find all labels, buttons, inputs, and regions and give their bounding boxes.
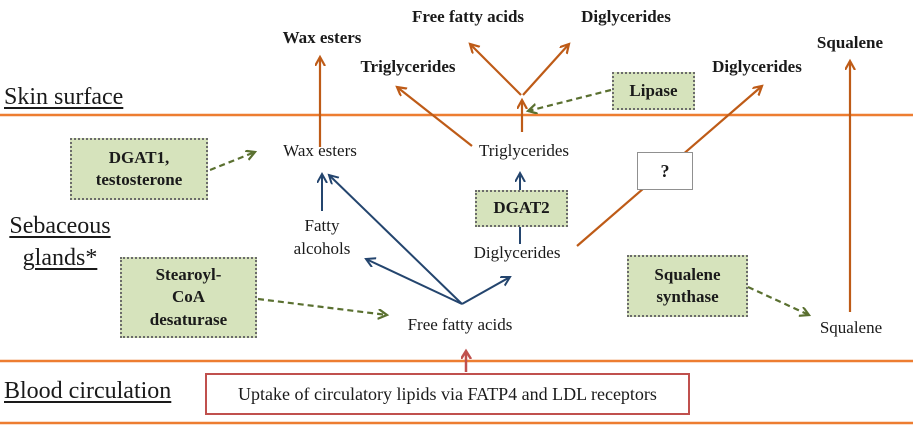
enzyme-box-scd-line1: Stearoyl- — [155, 265, 222, 285]
label-diglycerides-gland: Diglycerides — [473, 243, 561, 262]
arrow-lipase-action — [528, 88, 612, 111]
enzyme-box-scd-line3: desaturase — [149, 309, 228, 329]
enzyme-box-lipase-label: Lipase — [629, 80, 678, 100]
region-label-skin-surface: Skin surface — [4, 84, 124, 110]
region-label-sebaceous-glands: Sebaceous glands* — [0, 210, 120, 275]
arrow-ffa-to-wax-esters — [329, 175, 463, 305]
label-squalene-surface: Squalene — [816, 33, 884, 52]
label-fatty-alcohols: Fatty alcohols — [294, 215, 351, 261]
enzyme-box-squalene-synthase-line2: synthase — [656, 287, 719, 306]
region-label-sebaceous-glands-line2: glands* — [22, 245, 98, 272]
label-free-fatty-acids-surface: Free fatty acids — [411, 7, 525, 26]
unknown-enzyme-box: ? — [637, 152, 693, 190]
region-label-sebaceous-glands-line1: Sebaceous — [9, 213, 111, 239]
enzyme-box-dgat1: DGAT1, testosterone — [70, 138, 208, 200]
enzyme-box-dgat1-line1: DGAT1, — [108, 147, 170, 167]
label-triglycerides-surface: Triglycerides — [360, 57, 456, 76]
label-diglycerides-surface-center: Diglycerides — [581, 7, 671, 26]
uptake-box-label: Uptake of circulatory lipids via FATP4 a… — [238, 383, 657, 404]
enzyme-box-dgat2-label: DGAT2 — [493, 198, 550, 218]
unknown-enzyme-label: ? — [660, 160, 670, 181]
enzyme-box-dgat2: DGAT2 — [475, 190, 568, 227]
label-squalene-gland: Squalene — [819, 318, 883, 337]
label-wax-esters-gland: Wax esters — [283, 141, 357, 160]
enzyme-box-squalene-synthase: Squalene synthase — [627, 255, 748, 317]
arrow-squalene-synthase-action — [747, 286, 809, 315]
arrow-ffa-to-diglycerides — [461, 277, 510, 305]
label-free-fatty-acids-gland: Free fatty acids — [407, 315, 513, 334]
enzyme-box-stearoyl-coa-desaturase: Stearoyl- CoA desaturase — [120, 257, 257, 338]
arrow-scd-action — [257, 297, 387, 315]
label-wax-esters-surface: Wax esters — [282, 28, 362, 47]
enzyme-box-lipase: Lipase — [612, 72, 695, 110]
arrow-triglycerides-secretion — [397, 87, 473, 147]
enzyme-box-scd-line2: CoA — [171, 287, 206, 307]
arrow-lipolysis-to-diglycerides — [522, 44, 569, 96]
region-label-blood-circulation: Blood circulation — [4, 378, 172, 404]
arrow-dgat1-action — [209, 152, 255, 172]
label-diglycerides-surface-right: Diglycerides — [712, 57, 802, 76]
label-fatty-alcohols-line2: alcohols — [293, 238, 351, 258]
arrow-ffa-to-fatty-alcohols — [366, 259, 463, 305]
label-fatty-alcohols-line1: Fatty — [304, 216, 340, 235]
arrow-lipolysis-to-free-fatty-acids — [470, 44, 522, 96]
label-triglycerides-gland: Triglycerides — [478, 141, 570, 160]
enzyme-box-squalene-synthase-line1: Squalene — [654, 264, 721, 284]
enzyme-box-dgat1-line2: testosterone — [95, 170, 183, 189]
uptake-box: Uptake of circulatory lipids via FATP4 a… — [205, 373, 690, 415]
